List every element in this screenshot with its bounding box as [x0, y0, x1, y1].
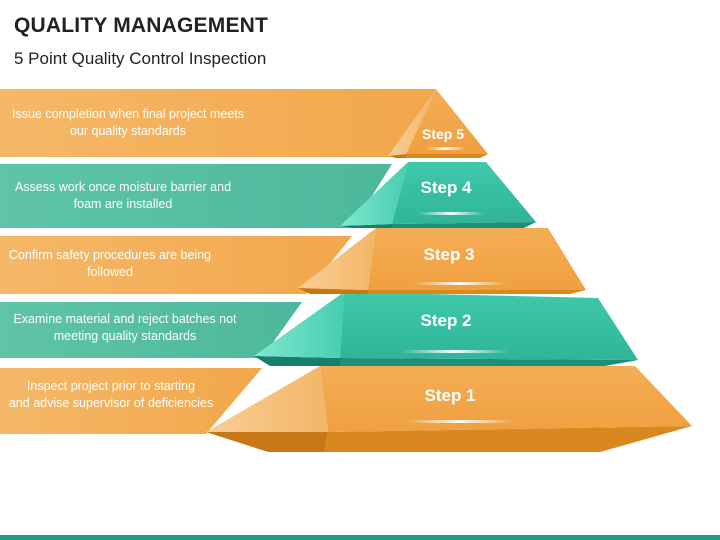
step-1-label: Step 1: [424, 386, 476, 405]
step-4-label: Step 4: [420, 178, 472, 197]
page-subtitle: 5 Point Quality Control Inspection: [14, 49, 267, 68]
pyramid-tier-step-3: [298, 228, 586, 294]
step-2-label: Step 2: [420, 311, 472, 330]
step-5-description: Issue completion when final project meet…: [11, 107, 245, 138]
pyramid-tier-step-1: [206, 366, 692, 452]
page-title: QUALITY MANAGEMENT: [14, 14, 269, 37]
band-step-5: [0, 89, 436, 157]
band-step-1: [0, 368, 262, 434]
band-step-2: [0, 302, 302, 358]
pyramid-tier-step-2: [254, 292, 638, 366]
step-3-label: Step 3: [423, 245, 475, 264]
pyramid-tier-step-5: [388, 89, 488, 158]
bottom-accent-bar: [0, 535, 720, 540]
band-step-4: [0, 164, 392, 228]
pyramid-tier-step-4: [340, 162, 536, 228]
step-5-label: Step 5: [421, 126, 464, 142]
band-step-3: [0, 236, 352, 294]
